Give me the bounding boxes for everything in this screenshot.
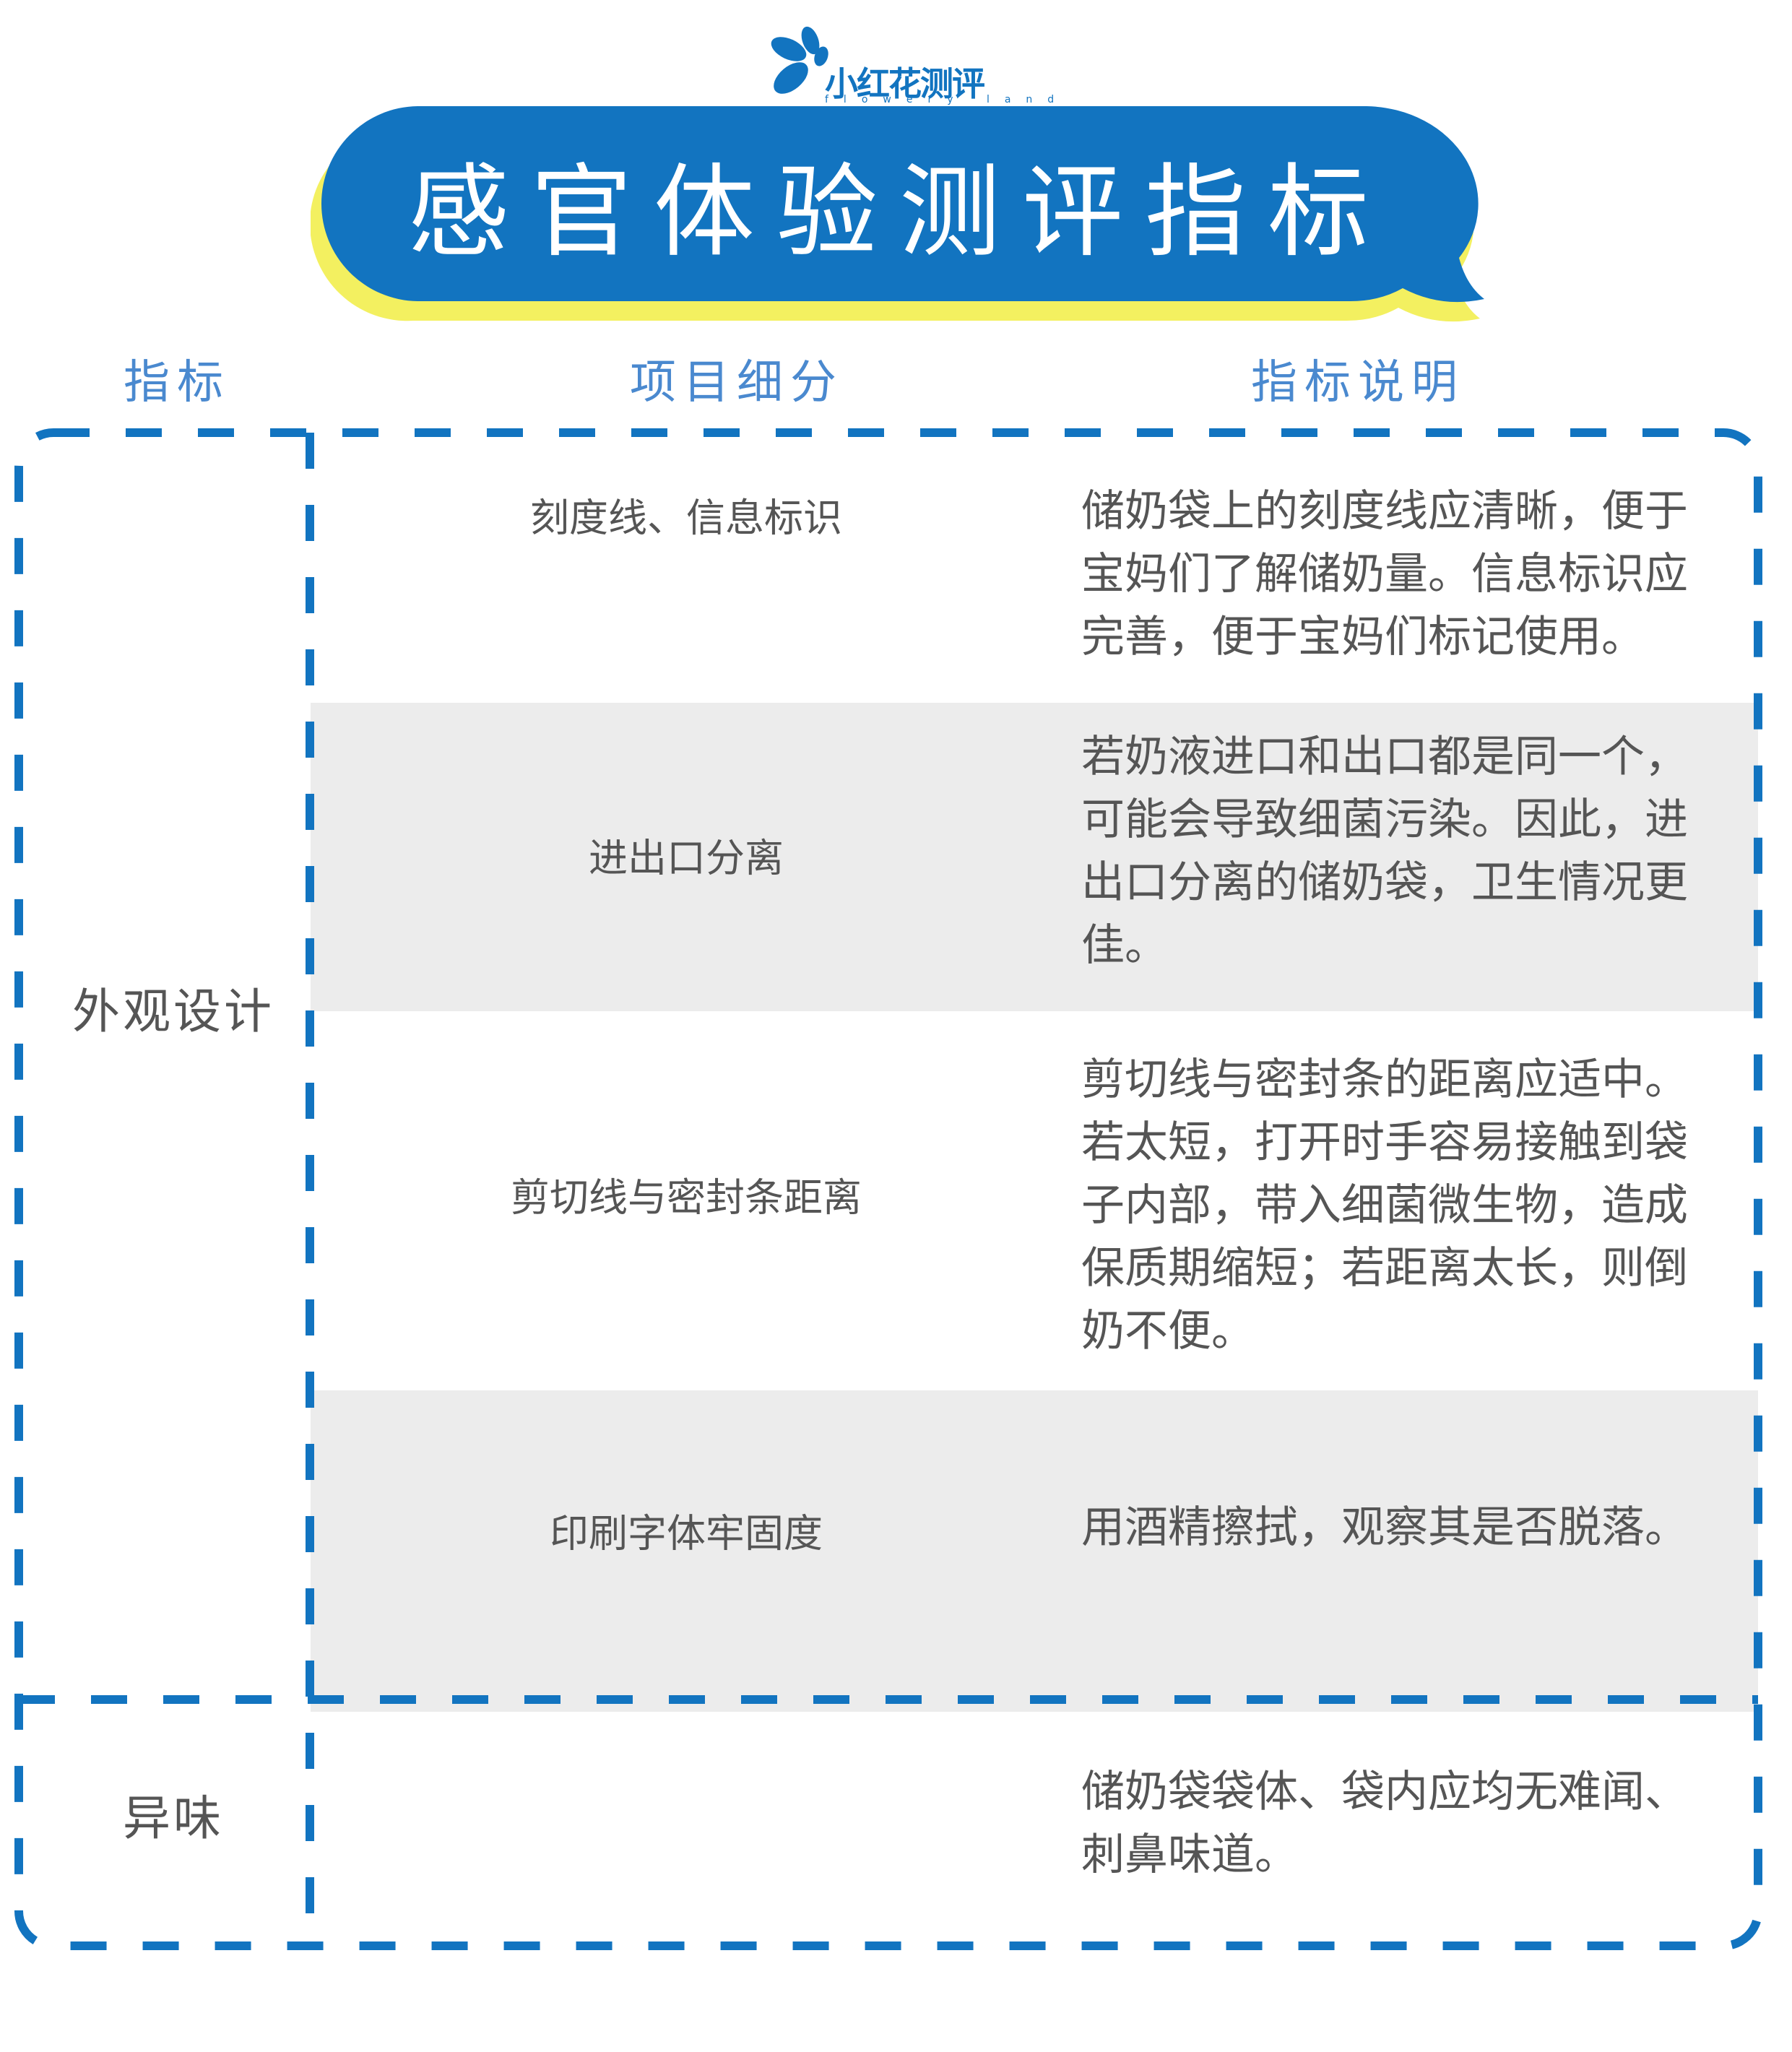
description-inlet-outlet-separation: 若奶液进口和出口都是同一个， 可能会导致细菌污染。因此，进 出口分离的储奶袋，卫… <box>1081 732 1688 971</box>
item-inlet-outlet-separation: 进出口分离 <box>589 835 784 881</box>
description-odor: 储奶袋袋体、袋内应均无难闻、 刺鼻味道。 <box>1081 1767 1688 1880</box>
flower-petals-icon <box>771 26 828 94</box>
item-scale-lines: 刻度线、信息标识 <box>530 495 842 541</box>
description-scale-lines: 储奶袋上的刻度线应清晰，便于 宝妈们了解储奶量。信息标识应 完善，便于宝妈们标记… <box>1081 486 1688 662</box>
indicator-appearance-design: 外观设计 <box>72 984 274 1039</box>
item-cut-line-distance: 剪切线与密封条距离 <box>511 1174 862 1221</box>
brand-name: 小红花测评 <box>825 64 985 103</box>
brand-logo: 小红花测评 flowery land <box>763 20 1054 105</box>
indicator-odor: 异味 <box>123 1791 224 1846</box>
title-bubble <box>311 106 1484 322</box>
page-title: 感官体验测评指标 <box>407 154 1390 272</box>
row-shade <box>311 1390 1758 1712</box>
item-print-durability: 印刷字体牢固度 <box>550 1510 823 1557</box>
column-header-item: 项目细分 <box>630 356 844 410</box>
description-print-durability: 用酒精擦拭，观察其是否脱落。 <box>1081 1502 1688 1553</box>
column-header-description: 指标说明 <box>1251 356 1465 410</box>
brand-tagline: flowery land <box>825 94 1070 105</box>
row-shade <box>311 703 1758 1011</box>
description-cut-line-distance: 剪切线与密封条的距离应适中。 若太短，打开时手容易接触到袋 子内部，带入细菌微生… <box>1081 1055 1688 1356</box>
column-header-indicator: 指标 <box>124 356 230 410</box>
